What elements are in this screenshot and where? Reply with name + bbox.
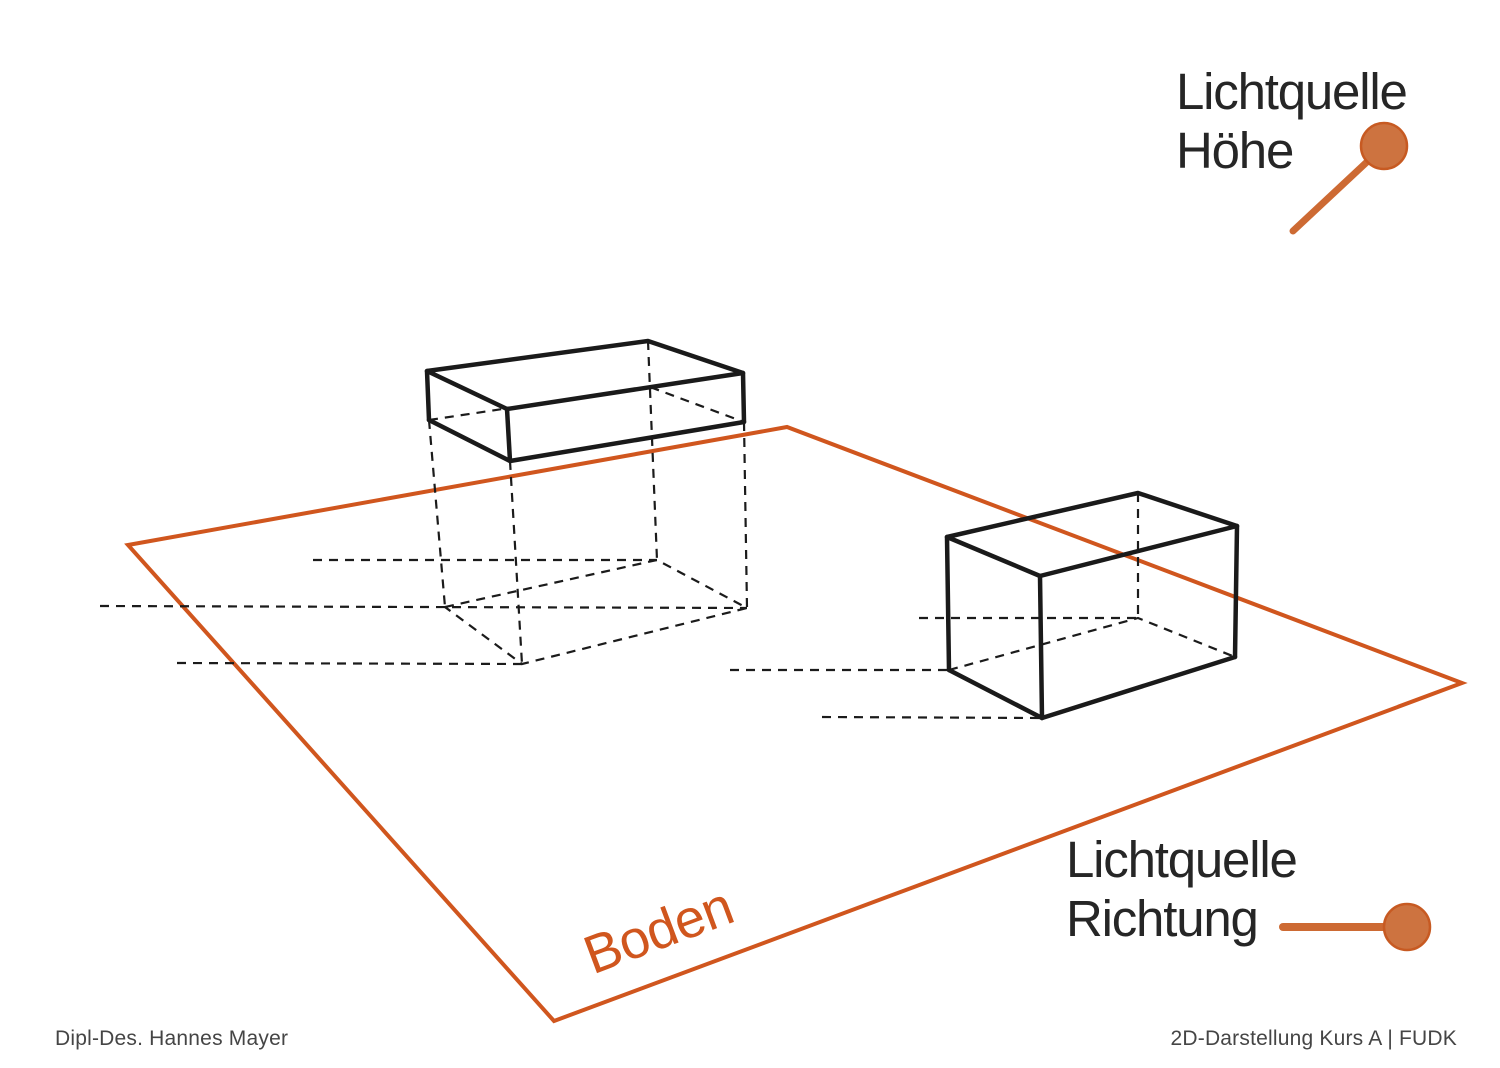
guide-line-right-front <box>821 715 1043 720</box>
light-direction-pin-icon <box>1279 902 1432 952</box>
light-height-label-line2: Höhe <box>1176 122 1294 179</box>
drop-line-right <box>742 421 749 609</box>
floating-box <box>424 338 747 464</box>
ground-box-hidden-bottom-edges <box>948 616 1236 672</box>
footer-author: Dipl-Des. Hannes Mayer <box>55 1027 289 1050</box>
drop-line-back <box>646 340 659 561</box>
floating-box-left-edge <box>424 368 432 423</box>
light-height-label-line1: Lichtquelle <box>1176 63 1408 120</box>
floating-box-front-edge <box>504 406 513 464</box>
ground-box-left-edge <box>944 534 952 673</box>
light-height-label: Lichtquelle Höhe <box>1176 62 1408 180</box>
footer-course: 2D-Darstellung Kurs A | FUDK <box>1170 1027 1457 1050</box>
light-height-pin-icon <box>1289 121 1409 235</box>
ground-box-bottom-front-edges <box>946 654 1238 721</box>
construction-lines <box>99 340 1236 720</box>
ground-projection-outline <box>442 558 751 666</box>
drop-line-front <box>508 460 524 665</box>
ground-plane-outline <box>124 424 1468 1024</box>
floating-box-bottom-front-edges <box>426 417 747 464</box>
pin-head <box>1359 121 1409 171</box>
floating-box-hidden-bottom-edges <box>428 385 745 424</box>
pin-head <box>1382 902 1432 952</box>
floating-box-right-edge <box>740 370 747 425</box>
ground-box <box>944 490 1240 721</box>
guide-line-left-middle <box>99 604 748 610</box>
light-direction-label-line1: Lichtquelle <box>1066 831 1298 888</box>
light-direction-label: Lichtquelle Richtung <box>1066 830 1298 948</box>
drop-line-left <box>427 419 447 608</box>
guide-line-left-front <box>176 661 523 666</box>
floating-box-top-face <box>424 338 746 412</box>
ground-box-right-edge <box>1232 523 1240 660</box>
ground-box-front-edge <box>1037 573 1045 721</box>
light-direction-label-line2: Richtung <box>1066 890 1259 947</box>
